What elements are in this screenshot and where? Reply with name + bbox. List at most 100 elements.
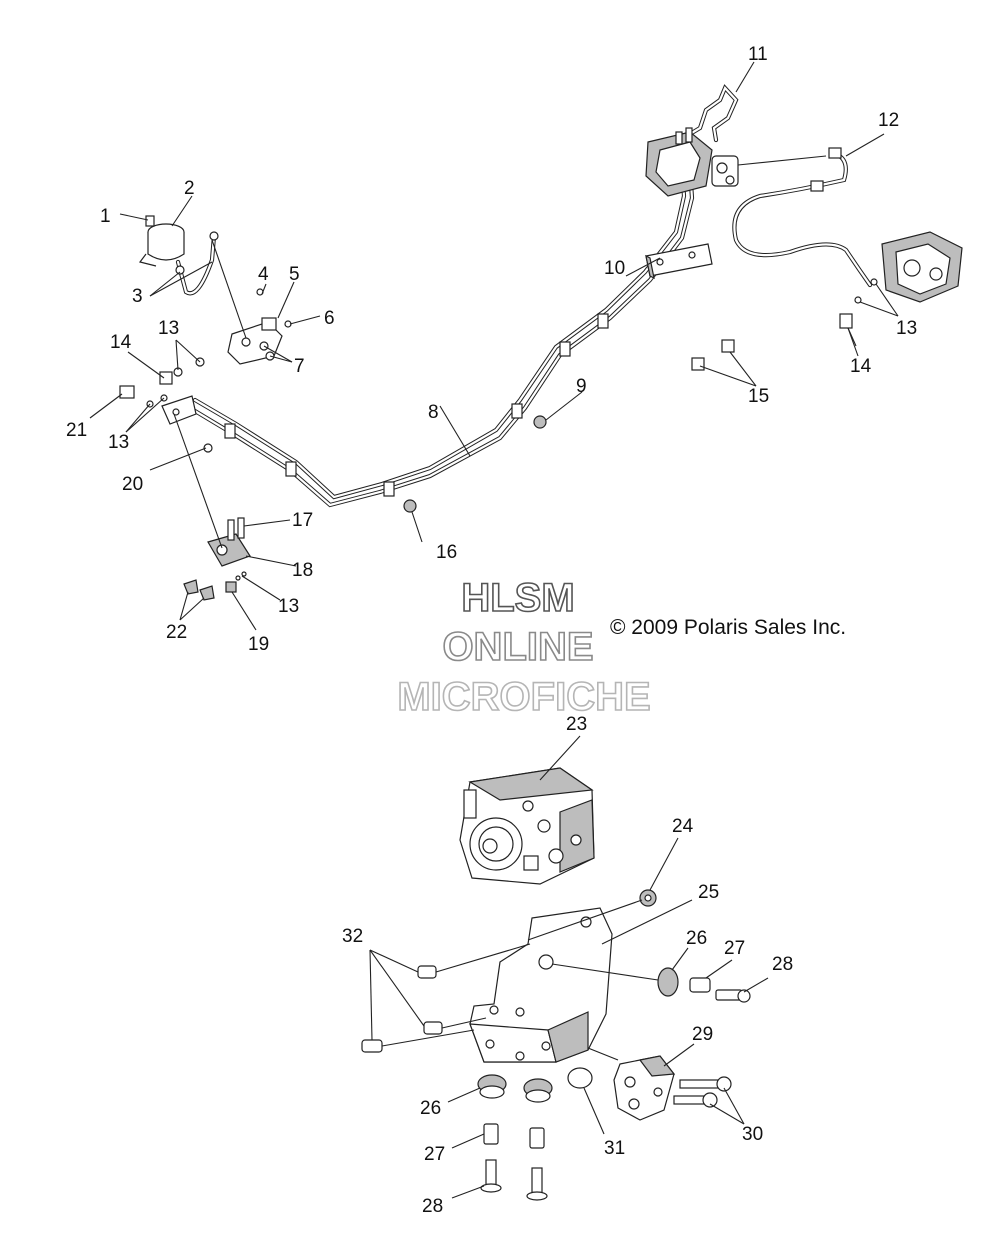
brake-caliper-rear [881,231,963,303]
callout-29: 29 [692,1024,713,1045]
callout-13a: 13 [158,318,179,339]
clip-22a [183,579,199,595]
junction-block [119,385,213,453]
callout-8: 8 [428,402,439,423]
nut-9 [533,415,547,429]
callout-23: 23 [566,714,587,735]
reservoir-cap-screw [145,215,155,227]
leader-lines-upper [89,61,899,631]
callout-21: 21 [66,420,87,441]
spacer-27c [529,1127,545,1149]
nut-20 [203,443,213,453]
callout-17: 17 [292,510,313,531]
fitting-5 [261,317,277,331]
callout-15: 15 [748,386,769,407]
bolt-28c [531,1167,543,1195]
callout-5: 5 [289,264,300,285]
callout-14a: 14 [110,332,132,353]
line-clip [559,341,571,357]
callout-10: 10 [604,258,625,279]
watermark-line-microfiche: MICROFICHE [397,675,650,719]
callout-11: 11 [748,44,768,65]
screw-15b [691,357,705,371]
bolt-17a [227,519,235,541]
callout-22: 22 [166,622,187,643]
pin-4 [256,288,264,296]
screw-15a [721,339,735,353]
master-cylinder-reservoir [138,215,219,296]
nut-16 [403,499,417,513]
copyright-notice: © 2009 Polaris Sales Inc. [610,616,846,639]
line-fitting [810,180,824,192]
callout-30: 30 [742,1124,763,1145]
callout-16: 16 [436,542,457,563]
abs-mounting-bracket [469,907,613,1063]
callout-31: 31 [604,1138,625,1159]
callout-27b: 27 [424,1144,445,1165]
callout-9: 9 [576,376,587,397]
callout-32: 32 [342,926,363,947]
hydraulic-block-upper [645,127,827,197]
bolt-17b [237,517,245,539]
line-clip [597,313,609,329]
line-clip [285,461,297,477]
watermark-line-online: ONLINE [442,625,593,669]
callout-26b: 26 [420,1098,441,1119]
callout-12: 12 [878,110,899,131]
leader-lines-lower [369,735,769,1199]
bleeder-19 [225,581,237,593]
line-clip [511,403,523,419]
callout-13c: 13 [896,318,917,339]
clip-22b [199,585,215,601]
callout-27a: 27 [724,938,745,959]
callout-13b: 13 [108,432,129,453]
callout-13d: 13 [278,596,299,617]
callout-2: 2 [184,178,195,199]
isolator-26 [657,967,679,997]
bolt-28b [485,1159,497,1187]
callout-3: 3 [132,286,143,307]
bolt-30b [673,1095,707,1105]
screws-15 [691,339,735,371]
callout-6: 6 [324,308,335,329]
brake-line-upper [677,84,739,143]
bracket-10 [645,243,713,280]
abs-module [459,767,595,885]
bolt-30a [679,1079,721,1089]
small-hardware-lower-left [183,571,247,601]
bolt-32c [361,1039,383,1053]
watermark: HLSM ONLINE MICROFICHE [397,575,652,720]
spacer-27 [689,977,711,993]
line-clip [383,481,395,497]
callout-14b: 14 [850,356,872,377]
callout-26a: 26 [686,928,707,949]
callout-19: 19 [248,634,269,655]
bolt-24 [639,889,657,907]
isolator-set-right [551,963,751,1003]
bolt-32b [423,1021,443,1035]
master-cylinder-body [159,288,292,385]
callout-1: 1 [100,206,111,227]
bolt-32a [417,965,437,979]
fitting-assembly-18 [207,517,251,567]
line-clip [224,423,236,439]
brake-line-rear [732,147,873,288]
callout-20: 20 [122,474,143,495]
switch-21 [119,385,135,399]
callout-18: 18 [292,560,313,581]
watermark-line-hlsm: HLSM [461,576,574,620]
spacer-27b [483,1123,499,1145]
callout-28b: 28 [422,1196,443,1217]
callout-4: 4 [258,264,269,285]
callout-24: 24 [672,816,694,837]
callout-7: 7 [294,356,305,377]
small-hardware-right [839,278,878,347]
plug-31 [567,1067,593,1089]
bolts-30 [673,1076,732,1108]
callout-labels: 1 2 3 4 5 6 7 8 9 10 11 12 13 13 13 13 1… [66,44,917,1217]
banjo-bolt-14 [159,371,173,385]
bracket-29 [613,1055,676,1121]
line-fitting [828,147,842,159]
